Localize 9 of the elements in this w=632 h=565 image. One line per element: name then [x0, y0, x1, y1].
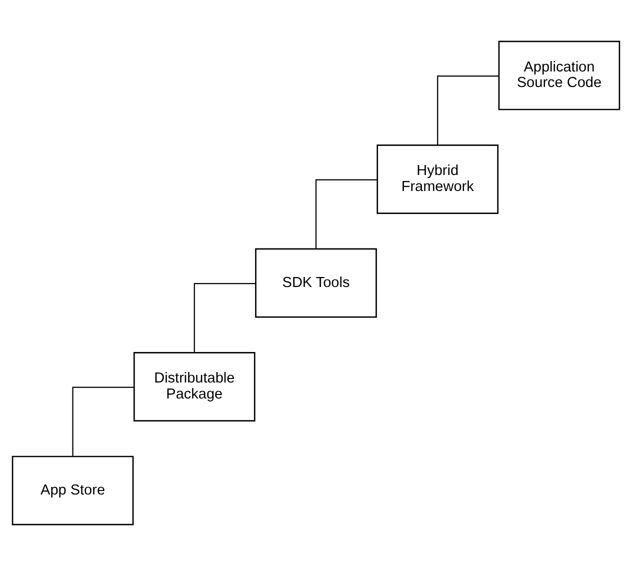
node-box: App Store	[12, 455, 134, 525]
connector	[194, 282, 256, 352]
node-box: Hybrid Framework	[376, 144, 499, 214]
node-box: Application Source Code	[498, 40, 620, 110]
connector	[72, 386, 134, 456]
node-box: SDK Tools	[255, 248, 377, 318]
node-box: Distributable Package	[133, 352, 256, 421]
connector	[437, 75, 499, 145]
connector	[315, 178, 378, 248]
